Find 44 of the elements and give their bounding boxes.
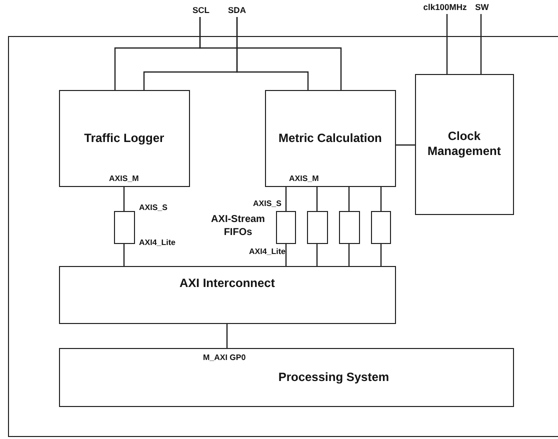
connector-line bbox=[480, 14, 482, 74]
system-frame bbox=[8, 36, 558, 437]
block-title: Metric Calculation bbox=[278, 130, 382, 146]
block-box bbox=[58, 90, 190, 187]
port-label: AXI4_Lite bbox=[139, 238, 176, 247]
signal-label: SW bbox=[474, 1, 490, 14]
connector-line bbox=[123, 244, 125, 266]
connector-line bbox=[199, 17, 342, 90]
signal-label: SDA bbox=[226, 4, 248, 17]
port-label: AXI4_Lite bbox=[249, 247, 286, 256]
connector-line bbox=[226, 324, 228, 348]
block-box bbox=[58, 266, 396, 324]
connector-line bbox=[348, 244, 350, 266]
port-label: M_AXI GP0 bbox=[203, 353, 246, 362]
fifo-box bbox=[338, 210, 360, 244]
port-label: AXIS_S bbox=[139, 203, 168, 212]
connector-line bbox=[285, 244, 287, 266]
fifo-box bbox=[114, 210, 135, 244]
connector-line bbox=[380, 187, 382, 211]
fifo-box bbox=[370, 210, 391, 244]
connector-line bbox=[123, 187, 125, 211]
connector-line bbox=[236, 17, 309, 90]
block-box bbox=[264, 90, 396, 187]
signal-label: clk100MHz bbox=[418, 1, 472, 14]
block-title: Clock Management bbox=[426, 129, 502, 160]
connector-line bbox=[380, 244, 382, 266]
block-title: AXI Interconnect bbox=[180, 276, 275, 292]
block-title: Processing System bbox=[278, 370, 390, 385]
group-label: AXI-Stream FIFOs bbox=[210, 214, 266, 239]
fifo-box bbox=[306, 210, 328, 244]
connector-line bbox=[285, 187, 287, 211]
port-label: AXIS_M bbox=[289, 174, 319, 183]
block-title: Traffic Logger bbox=[84, 130, 164, 146]
port-label: AXIS_M bbox=[109, 174, 139, 183]
fifo-box bbox=[276, 210, 296, 244]
signal-label: SCL bbox=[190, 4, 212, 17]
block-box bbox=[58, 348, 514, 407]
connector-line bbox=[446, 14, 448, 74]
connector-line bbox=[316, 187, 318, 211]
connector-line bbox=[316, 244, 318, 266]
connector-line bbox=[348, 187, 350, 211]
port-label: AXIS_S bbox=[253, 199, 282, 208]
connector-line bbox=[396, 144, 415, 146]
block-box bbox=[414, 74, 514, 215]
